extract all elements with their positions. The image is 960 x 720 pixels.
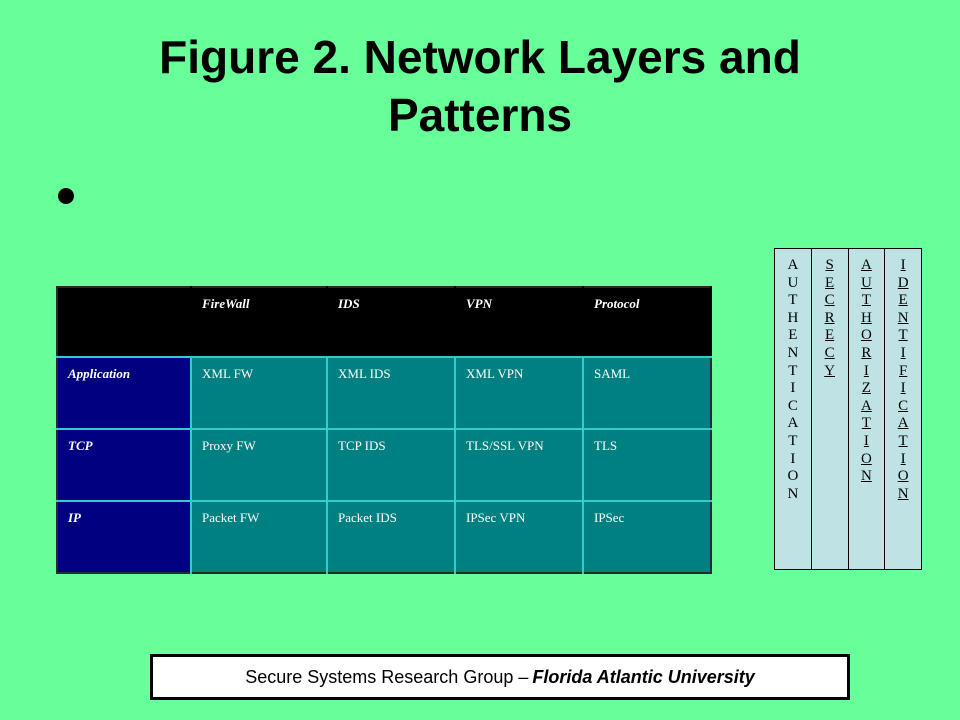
vertical-letter: T (788, 432, 798, 449)
vertical-letter: A (860, 257, 872, 273)
vertical-letter: I (900, 380, 906, 397)
vertical-letter: T (861, 292, 871, 309)
table-cell: Packet FW (191, 501, 328, 573)
vertical-letter: N (897, 309, 909, 326)
vertical-letter: E (825, 327, 835, 344)
row-label-application: Application (57, 357, 192, 430)
vertical-letter: A (787, 257, 799, 273)
footer-university: Florida Atlantic University (532, 666, 755, 687)
bullet-point (58, 188, 74, 204)
table-cell: IPSec VPN (455, 501, 584, 573)
row-label-ip: IP (57, 501, 192, 573)
vertical-letter: T (861, 415, 871, 432)
vertical-letter: I (900, 257, 906, 273)
vertical-letter: R (824, 309, 835, 326)
vertical-letter: I (863, 432, 869, 449)
header-cell-vpn: VPN (455, 287, 584, 358)
vertical-letter: O (897, 468, 909, 485)
vertical-letter: U (860, 274, 872, 291)
vertical-letter: N (897, 485, 909, 502)
vertical-letter: I (900, 344, 906, 361)
vertical-letter: D (897, 274, 909, 291)
table-row: IP Packet FW Packet IDS IPSec VPN IPSec (57, 501, 711, 573)
vertical-letter: I (790, 450, 796, 467)
vertical-letter: A (860, 397, 872, 414)
vertical-letter: C (898, 397, 909, 414)
table-header-row: FireWall IDS VPN Protocol (57, 287, 712, 358)
vertical-letter: N (860, 468, 872, 485)
vertical-letter: H (787, 309, 799, 326)
table-cell: TLS (583, 429, 711, 502)
table-cell: IPSec (583, 501, 711, 573)
vertical-letter: Z (861, 380, 871, 397)
vertical-letter: N (787, 344, 799, 361)
table-cell: Packet IDS (327, 501, 456, 573)
table-cell: XML IDS (327, 357, 456, 430)
vertical-letter: A (787, 415, 799, 432)
table-cell: XML VPN (455, 357, 584, 430)
table-row: TCP Proxy FW TCP IDS TLS/SSL VPN TLS (57, 429, 711, 502)
vertical-letter: T (898, 327, 908, 344)
vertical-letter: R (861, 344, 872, 361)
vertical-letter: E (788, 327, 798, 344)
title-line-1: Figure 2. Network Layers and (159, 31, 801, 83)
title-line-2: Patterns (387, 89, 573, 141)
vertical-letter: Y (824, 362, 836, 379)
vertical-letter: S (825, 257, 834, 273)
vertical-letter: C (824, 292, 835, 309)
table-row: Application XML FW XML IDS XML VPN SAML (57, 357, 711, 430)
slide-title: Figure 2. Network Layers and Patterns (60, 28, 900, 144)
vertical-letter: U (787, 274, 799, 291)
footer-group-name: Secure Systems Research Group – (245, 666, 529, 687)
network-layers-table: FireWall IDS VPN Protocol Application XM… (56, 286, 712, 574)
vertical-letter: T (788, 362, 798, 379)
row-label-tcp: TCP (57, 429, 192, 502)
vertical-letter: I (900, 450, 906, 467)
header-cell-empty (57, 287, 192, 358)
table-cell: TLS/SSL VPN (455, 429, 584, 502)
footer-banner: Secure Systems Research Group – Florida … (150, 654, 850, 700)
vertical-letter: C (787, 397, 798, 414)
vertical-letter: A (897, 415, 909, 432)
vertical-letter: C (824, 344, 835, 361)
vertical-letter: H (860, 309, 872, 326)
vertical-letter: N (787, 485, 799, 502)
vertical-letter: I (863, 362, 869, 379)
vertical-letter: I (790, 380, 796, 397)
vertical-letter: O (860, 327, 872, 344)
vertical-letter: T (788, 292, 798, 309)
header-cell-protocol: Protocol (583, 287, 712, 358)
table-cell: XML FW (191, 357, 328, 430)
table-cell: SAML (583, 357, 711, 430)
header-cell-firewall: FireWall (191, 287, 328, 358)
table-cell: Proxy FW (191, 429, 328, 502)
vertical-letter: O (787, 468, 799, 485)
header-cell-ids: IDS (327, 287, 456, 358)
vertical-letter: E (825, 274, 835, 291)
vertical-letter: E (898, 292, 908, 309)
table-cell: TCP IDS (327, 429, 456, 502)
vertical-letter: T (898, 432, 908, 449)
vertical-letter: O (860, 450, 872, 467)
vertical-letter: F (898, 362, 908, 379)
